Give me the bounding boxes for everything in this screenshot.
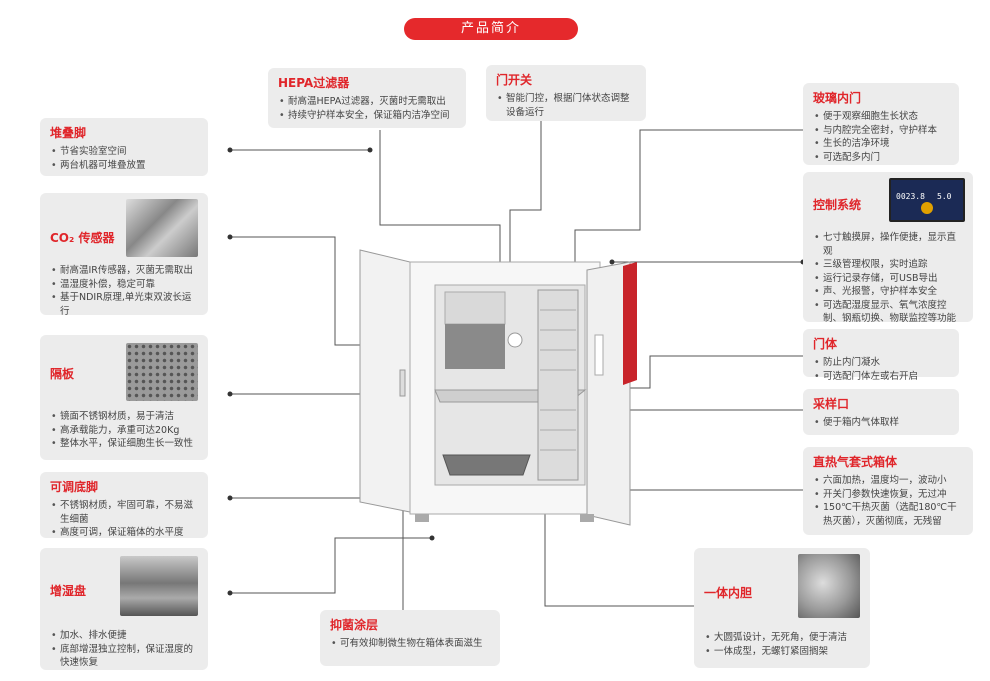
liner-title: 一体内胆	[704, 586, 753, 600]
co2-item: 温湿度补偿，稳定可靠	[50, 278, 198, 292]
shelf-item: 高承载能力，承重可达20Kg	[50, 424, 198, 438]
liner-item: 大圆弧设计，无死角，便于清洁	[704, 631, 860, 645]
hepa-item: 持续守护样本安全，保证箱内洁净空间	[278, 109, 456, 123]
card-shelf: 隔板 镜面不锈钢材质，易于清洁 高承载能力，承重可达20Kg 整体水平，保证细胞…	[40, 335, 208, 460]
stack-item: 节省实验室空间	[50, 145, 198, 159]
card-hepa-filter: HEPA过滤器 耐高温HEPA过滤器，灭菌时无需取出 持续守护样本安全，保证箱内…	[268, 68, 466, 128]
control-item: 运行记录存储，可USB导出	[813, 272, 963, 286]
control-item: 声、光报警，守护样本安全	[813, 285, 963, 299]
door-item: 防止内门凝水	[813, 356, 949, 370]
door-handle	[399, 369, 406, 397]
card-liner: 一体内胆 大圆弧设计，无死角，便于清洁 一体成型，无螺钉紧固搁架	[694, 548, 870, 668]
red-control-panel	[623, 262, 637, 385]
control-title: 控制系统	[813, 198, 862, 212]
jacket-item: 开关门参数快速恢复，无过冲	[813, 488, 963, 502]
co2-sensor-photo	[126, 199, 198, 257]
humid-title: 增湿盘	[50, 584, 87, 598]
humid-item: 加水、排水便捷	[50, 629, 198, 643]
feet-item: 不锈钢材质，牢固可靠，不易滋生细菌	[50, 499, 198, 526]
co2-item: 耐高温IR传感器，灭菌无需取出	[50, 264, 198, 278]
jacket-item: 六面加热，温度均一，波动小	[813, 474, 963, 488]
card-co2-sensor: CO₂ 传感器 耐高温IR传感器，灭菌无需取出 温湿度补偿，稳定可靠 基于NDI…	[40, 193, 208, 318]
card-coating: 抑菌涂层 可有效抑制微生物在箱体表面滋生	[320, 610, 500, 666]
stack-title: 堆叠脚	[50, 126, 87, 140]
screen-readout-1: 0023.8	[896, 192, 925, 201]
card-glass-inner-door: 玻璃内门 便于观察细胞生长状态 与内腔完全密封，守护样本 生长的洁净环境 可选配…	[803, 83, 959, 165]
shelf-title: 隔板	[50, 367, 75, 381]
hepa-filter	[444, 291, 506, 325]
stack-item: 两台机器可堆叠放置	[50, 159, 198, 173]
door-item: 可选配门体左或右开启	[813, 370, 949, 384]
sample-item: 便于箱内气体取样	[813, 416, 949, 430]
card-control-system: 控制系统 0023.8 5.0 七寸触摸屏，操作便捷，显示直观 三级管理权限，实…	[803, 172, 973, 324]
co2-sensor	[507, 332, 523, 348]
screen-readout-2: 5.0	[937, 192, 952, 201]
feet-title: 可调底脚	[50, 480, 99, 494]
jacket-item: 150℃干热灭菌（选配180℃干热灭菌），灭菌彻底，无残留	[813, 501, 963, 528]
incubator-illustration	[359, 249, 637, 526]
liner-photo	[798, 554, 860, 618]
door-switch-title: 门开关	[496, 73, 533, 87]
coating-title: 抑菌涂层	[330, 618, 379, 632]
shelf-item: 整体水平，保证细胞生长一致性	[50, 437, 198, 451]
door-switch-item: 智能门控，根据门体状态调整设备运行	[496, 92, 636, 119]
glass-door-item: 生长的洁净环境	[813, 137, 949, 151]
glass-door-item: 与内腔完全密封，守护样本	[813, 124, 949, 138]
card-door-body: 门体 防止内门凝水 可选配门体左或右开启	[803, 329, 959, 383]
glass-door-item: 可选配多内门	[813, 151, 949, 165]
touch-screen-photo: 0023.8 5.0	[889, 178, 965, 222]
sample-title: 采样口	[813, 397, 850, 411]
screen-dial-icon	[921, 202, 933, 214]
card-humidity-tray: 增湿盘 加水、排水便捷 底部增湿独立控制，保证湿度的快速恢复	[40, 548, 208, 670]
card-air-jacket: 直热气套式箱体 六面加热，温度均一，波动小 开关门参数快速恢复，无过冲 150℃…	[803, 447, 973, 535]
humidity-tray-photo	[120, 556, 198, 616]
feet-item: 高度可调，保证箱体的水平度	[50, 526, 198, 540]
humidity-tray	[442, 454, 531, 476]
control-item: 三级管理权限，实时追踪	[813, 258, 963, 272]
card-sample-port: 采样口 便于箱内气体取样	[803, 389, 959, 435]
card-door-switch: 门开关 智能门控，根据门体状态调整设备运行	[486, 65, 646, 121]
card-stacking-feet: 堆叠脚 节省实验室空间 两台机器可堆叠放置	[40, 118, 208, 176]
page-title: 产品简介	[404, 18, 578, 40]
humid-item: 底部增湿独立控制，保证湿度的快速恢复	[50, 643, 198, 670]
door-title: 门体	[813, 337, 838, 351]
hepa-item: 耐高温HEPA过滤器，灭菌时无需取出	[278, 95, 456, 109]
hepa-title: HEPA过滤器	[278, 76, 350, 90]
control-item: 七寸触摸屏，操作便捷，显示直观	[813, 231, 963, 258]
control-item: 可选配湿度显示、氧气浓度控制、钢瓶切换、物联监控等功能	[813, 299, 963, 326]
glass-door-item: 便于观察细胞生长状态	[813, 110, 949, 124]
shelf-item: 镜面不锈钢材质，易于清洁	[50, 410, 198, 424]
glass-door-title: 玻璃内门	[813, 91, 862, 105]
jacket-title: 直热气套式箱体	[813, 455, 898, 469]
card-adjustable-feet: 可调底脚 不锈钢材质，牢固可靠，不易滋生细菌 高度可调，保证箱体的水平度	[40, 472, 208, 540]
coating-item: 可有效抑制微生物在箱体表面滋生	[330, 637, 490, 651]
glass-dark-panel	[445, 324, 505, 369]
co2-title: CO₂ 传感器	[50, 231, 115, 245]
liner-item: 一体成型，无螺钉紧固搁架	[704, 645, 860, 659]
co2-item: 基于NDIR原理,单光束双波长运行	[50, 291, 198, 318]
shelf-photo	[126, 343, 198, 401]
